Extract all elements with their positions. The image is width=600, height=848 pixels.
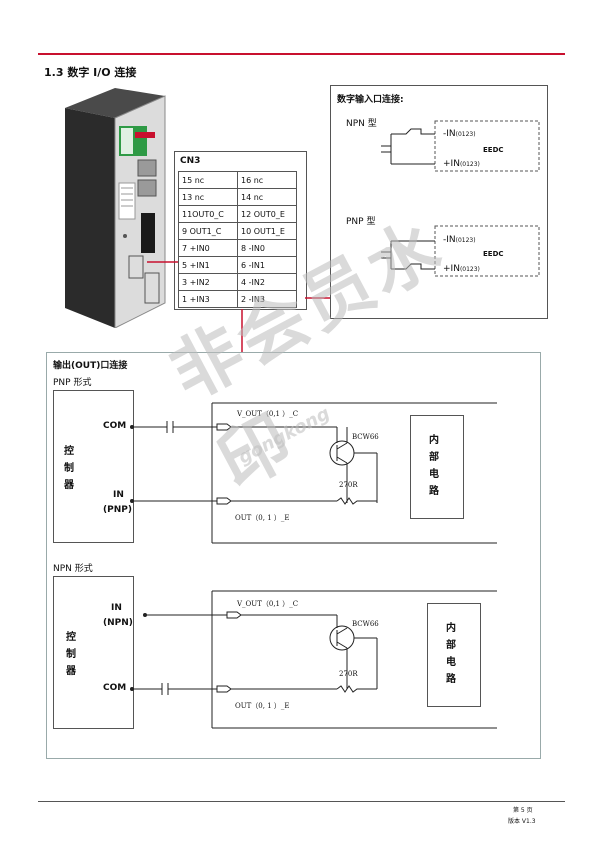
- com-label-pnp: COM: [103, 421, 127, 431]
- internal-label-npn: 内部电路: [446, 623, 456, 685]
- section-title: 1.3 数字 I/O 连接: [44, 66, 137, 79]
- pnp-form-label: PNP 形式: [53, 378, 92, 388]
- output-panel: 输出(OUT)口连接 PNP 形式 NPN 形式 控制器 COM IN (PNP…: [46, 352, 541, 759]
- npn-plus-in: +IN(0123): [443, 159, 480, 169]
- internal-circuit-npn: 内部电路: [427, 603, 481, 707]
- com-label-npn: COM: [103, 683, 127, 693]
- out-e-label-pnp: OUT（0, 1 ）_E: [235, 514, 290, 522]
- cn3-title: CN3: [180, 156, 201, 166]
- npn-type-label: NPN 型: [346, 119, 377, 129]
- footer-rule: [38, 801, 565, 802]
- product-image: [55, 88, 175, 329]
- v-out-label-npn: V_OUT（0,1 ）_C: [237, 600, 299, 608]
- internal-label-pnp: 内部电路: [429, 435, 439, 497]
- footer-version: 版本 V1.3: [508, 818, 536, 825]
- out-e-label-npn: OUT（0, 1 ）_E: [235, 702, 290, 710]
- transistor-label-npn: BCW66: [352, 620, 379, 628]
- output-panel-title: 输出(OUT)口连接: [53, 361, 128, 371]
- npn-minus-in: -IN(0123): [443, 129, 476, 139]
- resistor-label-pnp: 270R: [339, 481, 358, 489]
- internal-circuit-pnp: 内部电路: [410, 415, 464, 519]
- header-rule: [38, 53, 565, 55]
- pnp-minus-in: -IN(0123): [443, 235, 476, 245]
- input-panel-title: 数字输入口连接:: [337, 95, 404, 105]
- pnp-eedc: EEDC: [483, 250, 504, 258]
- input-panel: 数字输入口连接: NPN 型 PNP 型 -IN(0123) +IN(0123)…: [330, 85, 548, 319]
- npn-eedc: EEDC: [483, 146, 504, 154]
- npn-form-label: NPN 形式: [53, 564, 93, 574]
- in-label-npn: IN: [111, 603, 122, 613]
- input-schematic: [381, 120, 540, 277]
- resistor-label-npn: 270R: [339, 670, 358, 678]
- controller-label-pnp: 控制器: [64, 446, 74, 491]
- pnp-plus-in: +IN(0123): [443, 264, 480, 274]
- cn3-cell: 2 -IN3: [237, 290, 297, 308]
- in-label-pnp: IN: [113, 490, 124, 500]
- v-out-label-pnp: V_OUT（0,1 ）_C: [237, 410, 299, 418]
- controller-label-npn: 控制器: [66, 632, 76, 677]
- controller-box-npn: 控制器: [53, 576, 134, 729]
- footer-page: 第 5 页: [513, 807, 533, 814]
- transistor-label-pnp: BCW66: [352, 433, 379, 441]
- in-paren-npn: (NPN): [103, 618, 133, 628]
- controller-box-pnp: 控制器: [53, 390, 134, 543]
- pnp-type-label: PNP 型: [346, 217, 376, 227]
- output-schematic: [130, 402, 497, 729]
- in-paren-pnp: (PNP): [103, 505, 132, 515]
